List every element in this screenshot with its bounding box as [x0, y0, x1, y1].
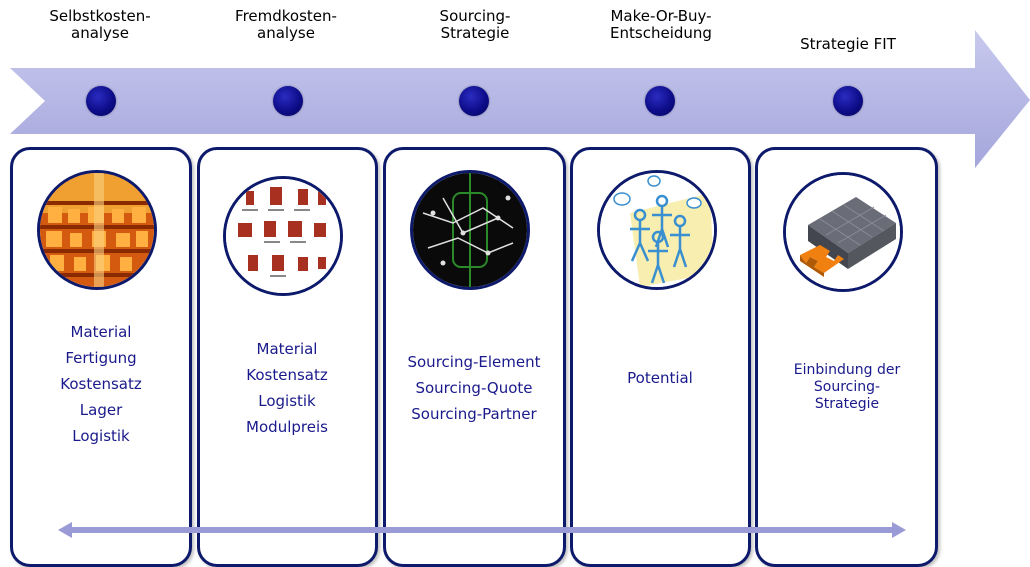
stage-items-3: Sourcing-Element Sourcing-Quote Sourcing…: [384, 349, 564, 427]
stage-items-2: Material Kostensatz Logistik Modulpreis: [197, 336, 377, 440]
puzzle-piece-image: [783, 172, 903, 292]
milestone-dot-1: [86, 86, 116, 116]
parts-catalog-image: [223, 176, 343, 296]
list-item: Sourcing-Element: [407, 353, 541, 371]
list-item: Kostensatz: [60, 375, 142, 393]
stage-items-1: Material Fertigung Kostensatz Lager Logi…: [11, 319, 191, 449]
stage-title-5: Strategie FIT: [800, 35, 896, 53]
stage-title-4: Make-Or-Buy-Entscheidung: [610, 7, 712, 42]
discussion-figures-image: [597, 170, 717, 290]
list-item: Fertigung: [65, 349, 137, 367]
list-item: Lager: [79, 401, 123, 419]
list-item: Logistik: [258, 392, 316, 410]
stage-panel-4: [570, 147, 751, 567]
list-item: Modulpreis: [246, 418, 328, 436]
stage-title-3: Sourcing-Strategie: [439, 7, 511, 42]
list-item: Kostensatz: [246, 366, 328, 384]
list-item: Einbindung der: [793, 362, 901, 378]
strategy-chalkboard-image: [410, 170, 530, 290]
list-item: Potential: [627, 369, 693, 387]
list-item: Sourcing-: [813, 379, 881, 395]
stage-items-4: Potential: [570, 365, 750, 391]
milestone-dot-2: [273, 86, 303, 116]
process-arrow: [10, 30, 1030, 168]
list-item: Sourcing-Quote: [415, 379, 533, 397]
stage-title-1: Selbstkosten-analyse: [49, 7, 151, 42]
stage-items-5: Einbindung der Sourcing- Strategie: [757, 362, 937, 413]
stage-title-2: Fremdkosten-analyse: [235, 7, 337, 42]
warehouse-shelves-image: [37, 170, 157, 290]
list-item: Strategie: [814, 396, 880, 412]
list-item: Logistik: [72, 427, 130, 445]
milestone-dot-5: [833, 86, 863, 116]
milestone-dot-3: [459, 86, 489, 116]
milestone-dot-4: [645, 86, 675, 116]
list-item: Sourcing-Partner: [411, 405, 537, 423]
list-item: Material: [256, 340, 318, 358]
process-arrow-shape: [10, 30, 1030, 168]
list-item: Material: [70, 323, 132, 341]
